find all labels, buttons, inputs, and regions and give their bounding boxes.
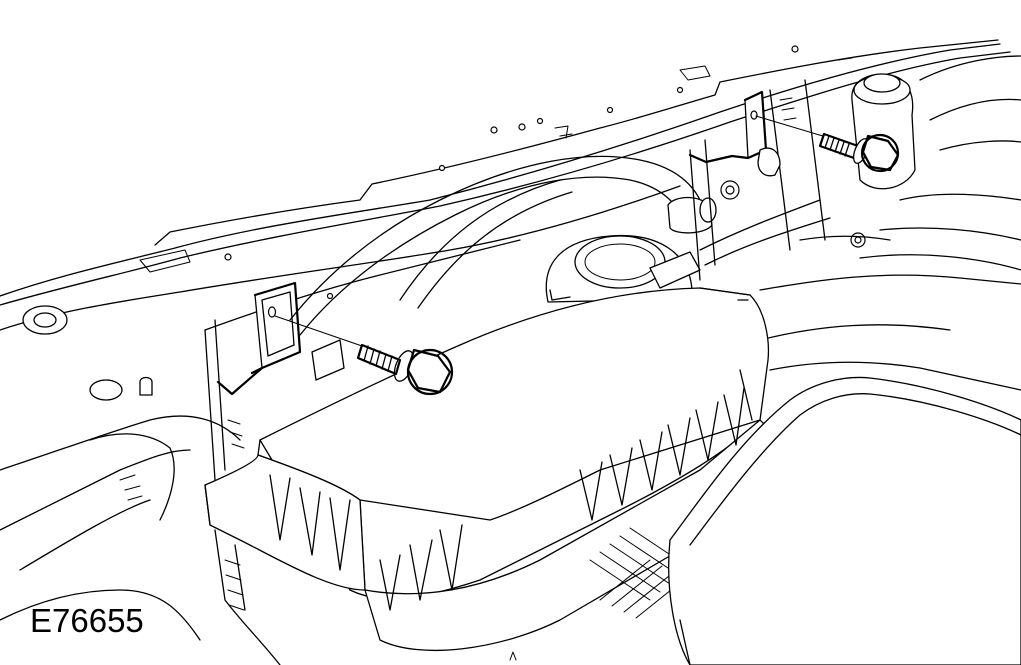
intake-hoses	[289, 155, 831, 336]
battery-cover	[668, 376, 1021, 665]
right-bracket-panel	[688, 79, 826, 281]
figure-label: E76655	[30, 602, 144, 639]
radiator-support-panel	[0, 39, 1011, 331]
bolt-right-icon	[755, 115, 900, 173]
left-bracket-panel	[204, 239, 521, 481]
right-ducting	[759, 235, 1021, 391]
left-fender	[0, 305, 241, 641]
air-filter-housing	[204, 287, 781, 665]
bolt-left-icon	[274, 315, 454, 396]
bottom-mark	[509, 651, 517, 661]
